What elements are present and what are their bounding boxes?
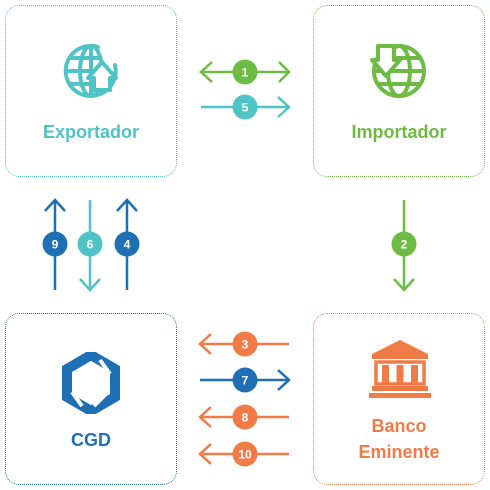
step-1-badge: 1	[242, 66, 249, 80]
step-5-badge: 5	[242, 101, 249, 115]
bank-node: Banco Eminente	[313, 313, 485, 485]
step-5-arrow: 5	[201, 94, 291, 120]
step-2-arrow: 2	[391, 200, 417, 292]
exporter-label: Exportador	[42, 122, 139, 142]
bank-label-line1: Banco	[371, 416, 427, 436]
step-8-badge: 8	[242, 411, 249, 425]
exporter-node: Exportador	[5, 5, 177, 177]
step-6-badge: 6	[87, 238, 94, 252]
step-10-badge: 10	[238, 448, 252, 462]
step-7-arrow: 7	[200, 367, 291, 393]
bank-building-icon	[369, 340, 431, 398]
step-9-arrow: 9	[42, 198, 68, 290]
globe-download-icon	[370, 44, 426, 98]
step-3-badge: 3	[242, 338, 249, 352]
step-3-arrow: 3	[198, 331, 289, 357]
cgd-label: CGD	[71, 430, 111, 450]
step-6-arrow: 6	[77, 200, 103, 292]
globe-upload-icon	[63, 43, 118, 98]
bank-label-line2: Eminente	[358, 442, 440, 462]
step-7-badge: 7	[242, 374, 249, 388]
importer-node: Importador	[313, 5, 485, 177]
step-9-badge: 9	[52, 238, 59, 252]
bank-label: Banco Eminente	[314, 414, 484, 464]
importer-label: Importador	[351, 122, 447, 142]
step-10-arrow: 10	[198, 441, 289, 467]
cgd-logo-icon	[62, 352, 120, 414]
cgd-node: CGD	[5, 313, 177, 485]
step-2-badge: 2	[401, 238, 408, 252]
step-4-arrow: 4	[114, 198, 140, 290]
step-8-arrow: 8	[198, 404, 289, 430]
step-1-arrow: 1	[199, 59, 291, 85]
step-4-badge: 4	[124, 238, 131, 252]
